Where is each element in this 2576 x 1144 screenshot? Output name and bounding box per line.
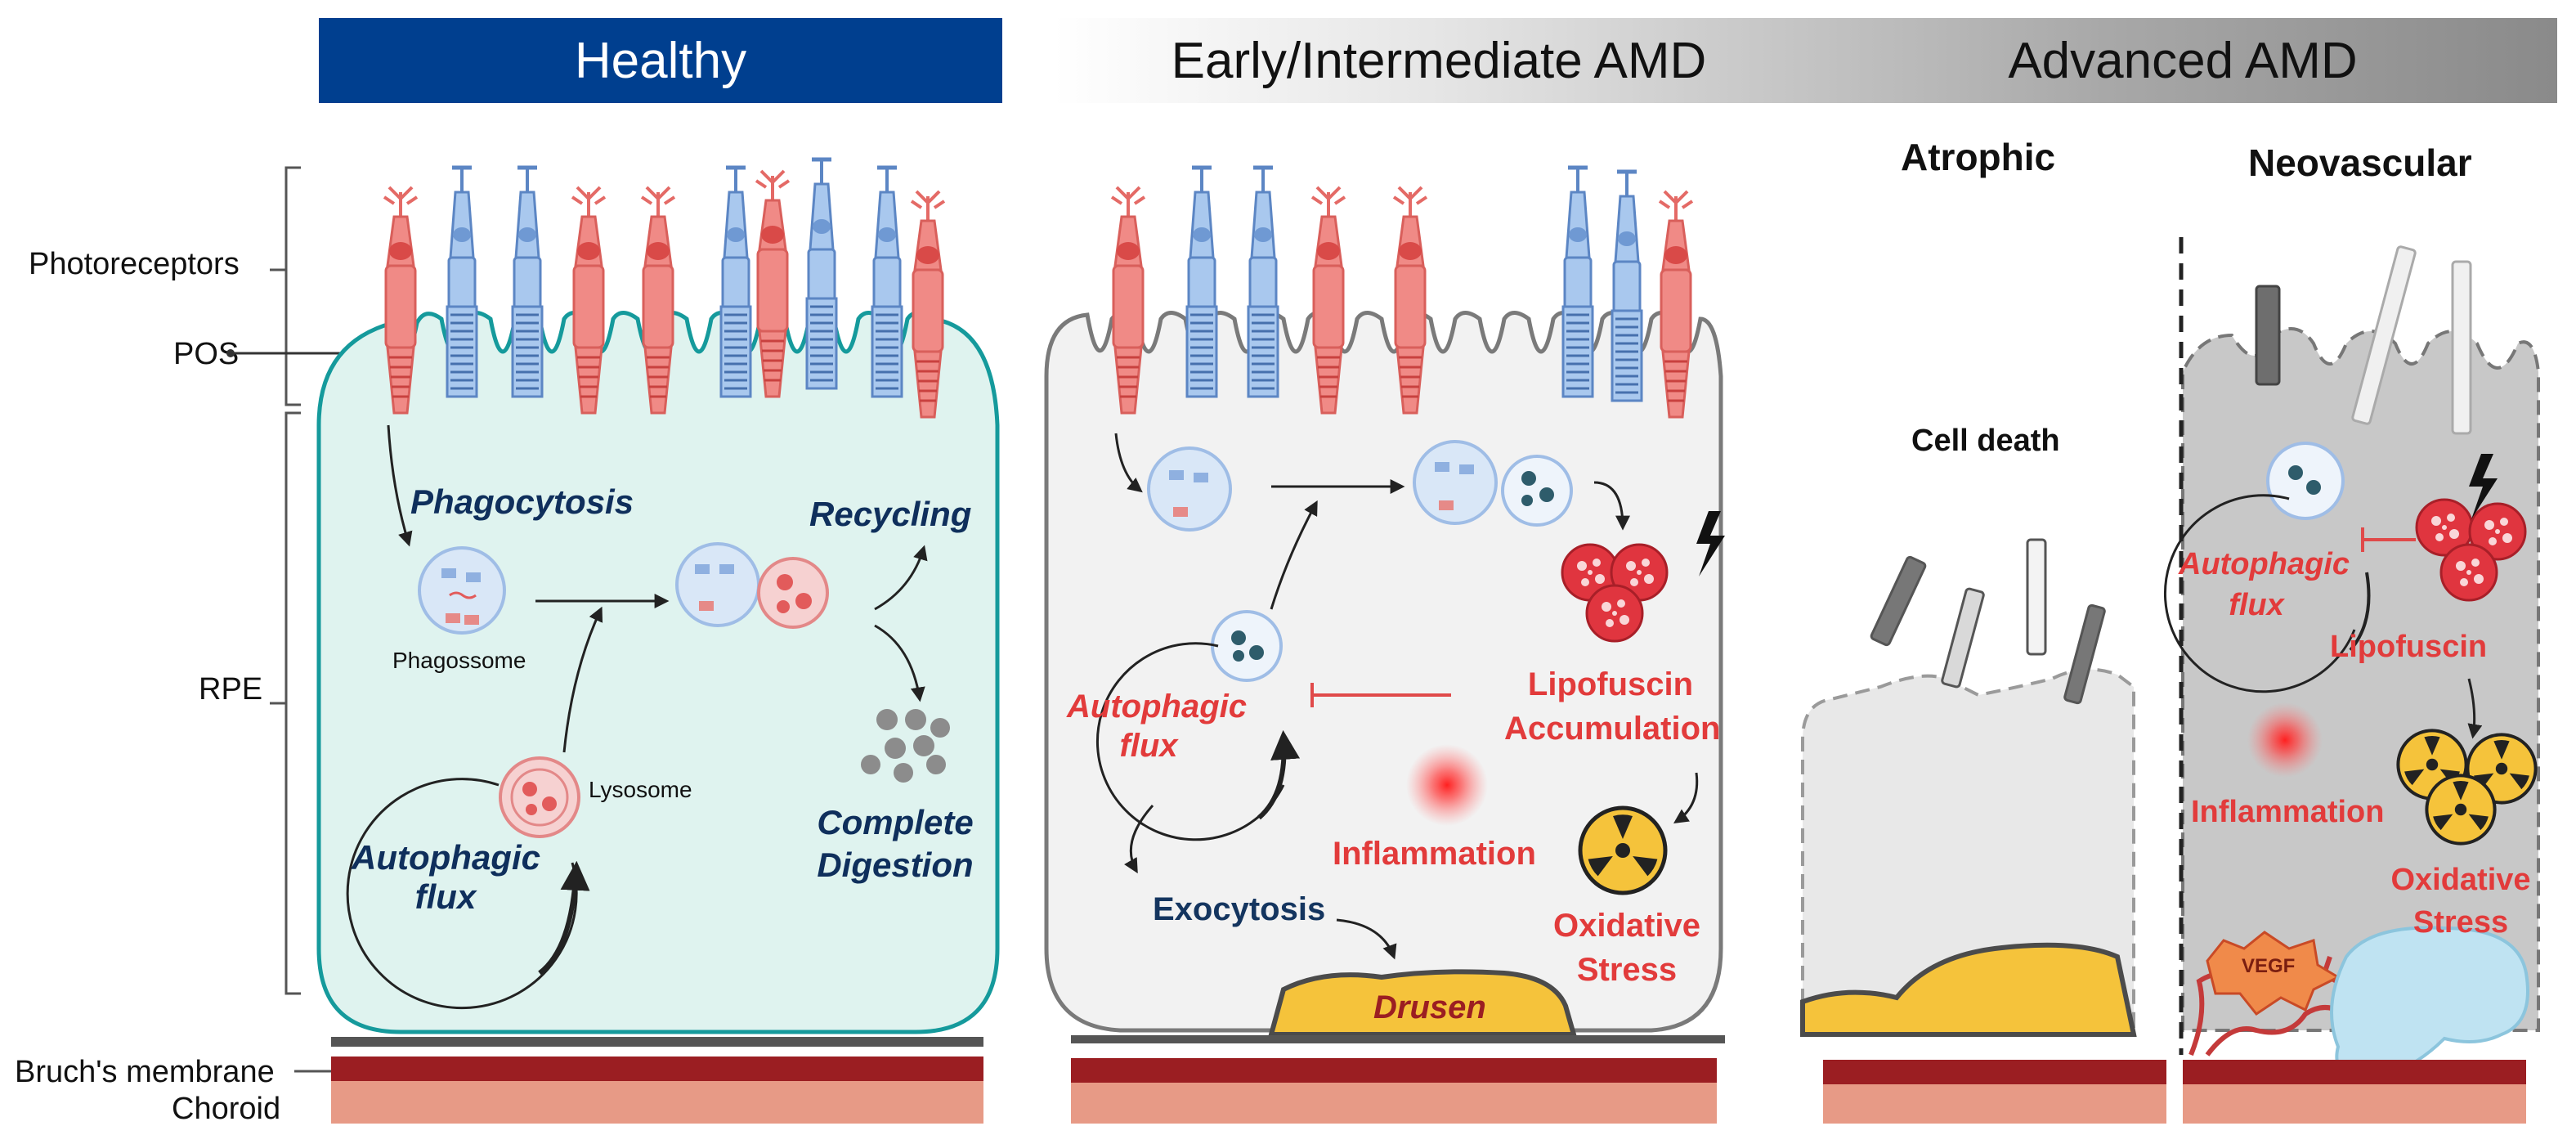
early-oxidative-stress: Oxidative Stress [1529,904,1725,992]
lipofuscin-line2: Accumulation [1504,711,1721,747]
neo-oxidative-line2: Stress [2412,905,2509,940]
early-oxidative-line2: Stress [1576,952,1678,988]
bruchs-membrane-label: Bruch's membrane [15,1055,275,1089]
healthy-autophagic-line1: Autophagic [352,838,540,877]
healthy-autophagic-flux: Autophagic flux [352,838,540,917]
early-amd-header-text: Early/Intermediate AMD [1171,32,1707,89]
neo-oxidative-line1: Oxidative [2390,863,2531,897]
choroid-label: Choroid [172,1092,281,1126]
neo-lipofuscin-label: Lipofuscin [2330,630,2488,664]
amd-progression-bar [1053,18,2557,103]
complete-digestion-line1: Complete [817,803,974,841]
complete-digestion: Complete Digestion [801,801,989,886]
early-inflammation-label: Inflammation [1333,836,1536,872]
neovascular-label: Neovascular [2248,141,2472,184]
early-autophagic-flux: Autophagic flux [1067,687,1247,765]
neo-inflammation-label: Inflammation [2191,795,2385,829]
rpe-label: RPE [199,672,263,707]
early-autophagic-line2: flux [1119,728,1178,764]
dying-photoreceptors [1870,538,2106,705]
neo-oxidative-stress: Oxidative Stress [2371,859,2551,944]
neo-autophagic-line2: flux [2229,588,2284,622]
early-oxidative-line1: Oxidative [1552,908,1701,944]
lysosome-label: Lysosome [589,777,692,802]
healthy-autophagic-line2: flux [414,877,477,916]
phagocytosis-label: Phagocytosis [410,482,634,521]
neo-autophagic-line1: Autophagic [2179,547,2350,581]
lipofuscin-accumulation: Lipofuscin Accumulation [1504,662,1721,751]
complete-digestion-line2: Digestion [817,846,974,884]
cell-death-label: Cell death [1911,424,2060,458]
photoreceptors-label: Photoreceptors [29,247,240,281]
healthy-header-text: Healthy [574,32,747,89]
recycling-label: Recycling [809,495,972,533]
lipofuscin-line1: Lipofuscin [1527,666,1694,702]
advanced-amd-header-text: Advanced AMD [2008,32,2358,89]
atrophic-label: Atrophic [1901,136,2056,178]
healthy-header: Healthy [319,18,1002,103]
neo-autophagic-flux: Autophagic flux [2179,544,2350,626]
early-autophagic-line1: Autophagic [1067,689,1247,725]
exocytosis-label: Exocytosis [1153,891,1326,927]
phagosome-label: Phagossome [392,648,526,673]
drusen-label: Drusen [1373,989,1486,1025]
vegf-badge-label: VEGF [2242,955,2296,977]
